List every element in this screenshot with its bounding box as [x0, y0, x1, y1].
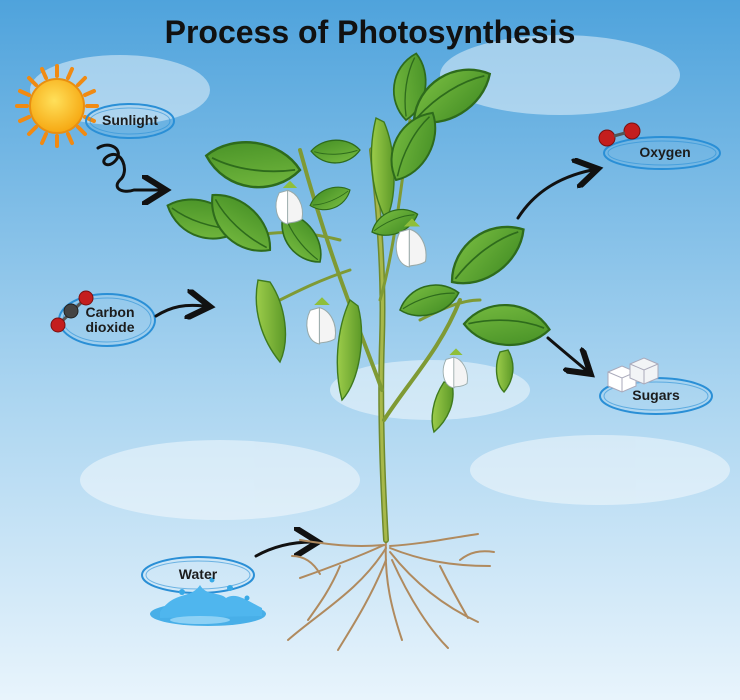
water-arrow: [254, 542, 312, 558]
sun-icon: [15, 64, 99, 148]
sugar-cubes-icon: [607, 357, 659, 393]
oxygen-label: Oxygen: [639, 144, 691, 160]
carbon-dioxide-label: Carbon dioxide: [70, 305, 150, 335]
sugars-label: Sugars: [632, 387, 680, 403]
carbon-dioxide-arrow: [154, 305, 204, 316]
roots: [287, 533, 495, 651]
sugars-arrow: [546, 336, 586, 370]
oxygen-label-ring: [603, 136, 721, 170]
carbon-dioxide-label-line1: Carbon: [85, 304, 135, 320]
oxygen-molecule-icon: [598, 122, 641, 147]
water-splash-icon: [150, 577, 266, 626]
carbon-dioxide-label-line2: dioxide: [85, 319, 135, 335]
sunlight-label: Sunlight: [102, 112, 158, 128]
sunlight-arrow: [96, 143, 160, 191]
oxygen-arrow: [516, 170, 592, 220]
carbon-dioxide-molecule-icon: [50, 290, 94, 333]
pea-pods: [255, 116, 514, 434]
sunlight-label-ring: [85, 103, 175, 139]
plant-illustration: [160, 48, 555, 651]
page-title: Process of Photosynthesis: [164, 14, 576, 50]
water-label: Water: [178, 566, 218, 582]
